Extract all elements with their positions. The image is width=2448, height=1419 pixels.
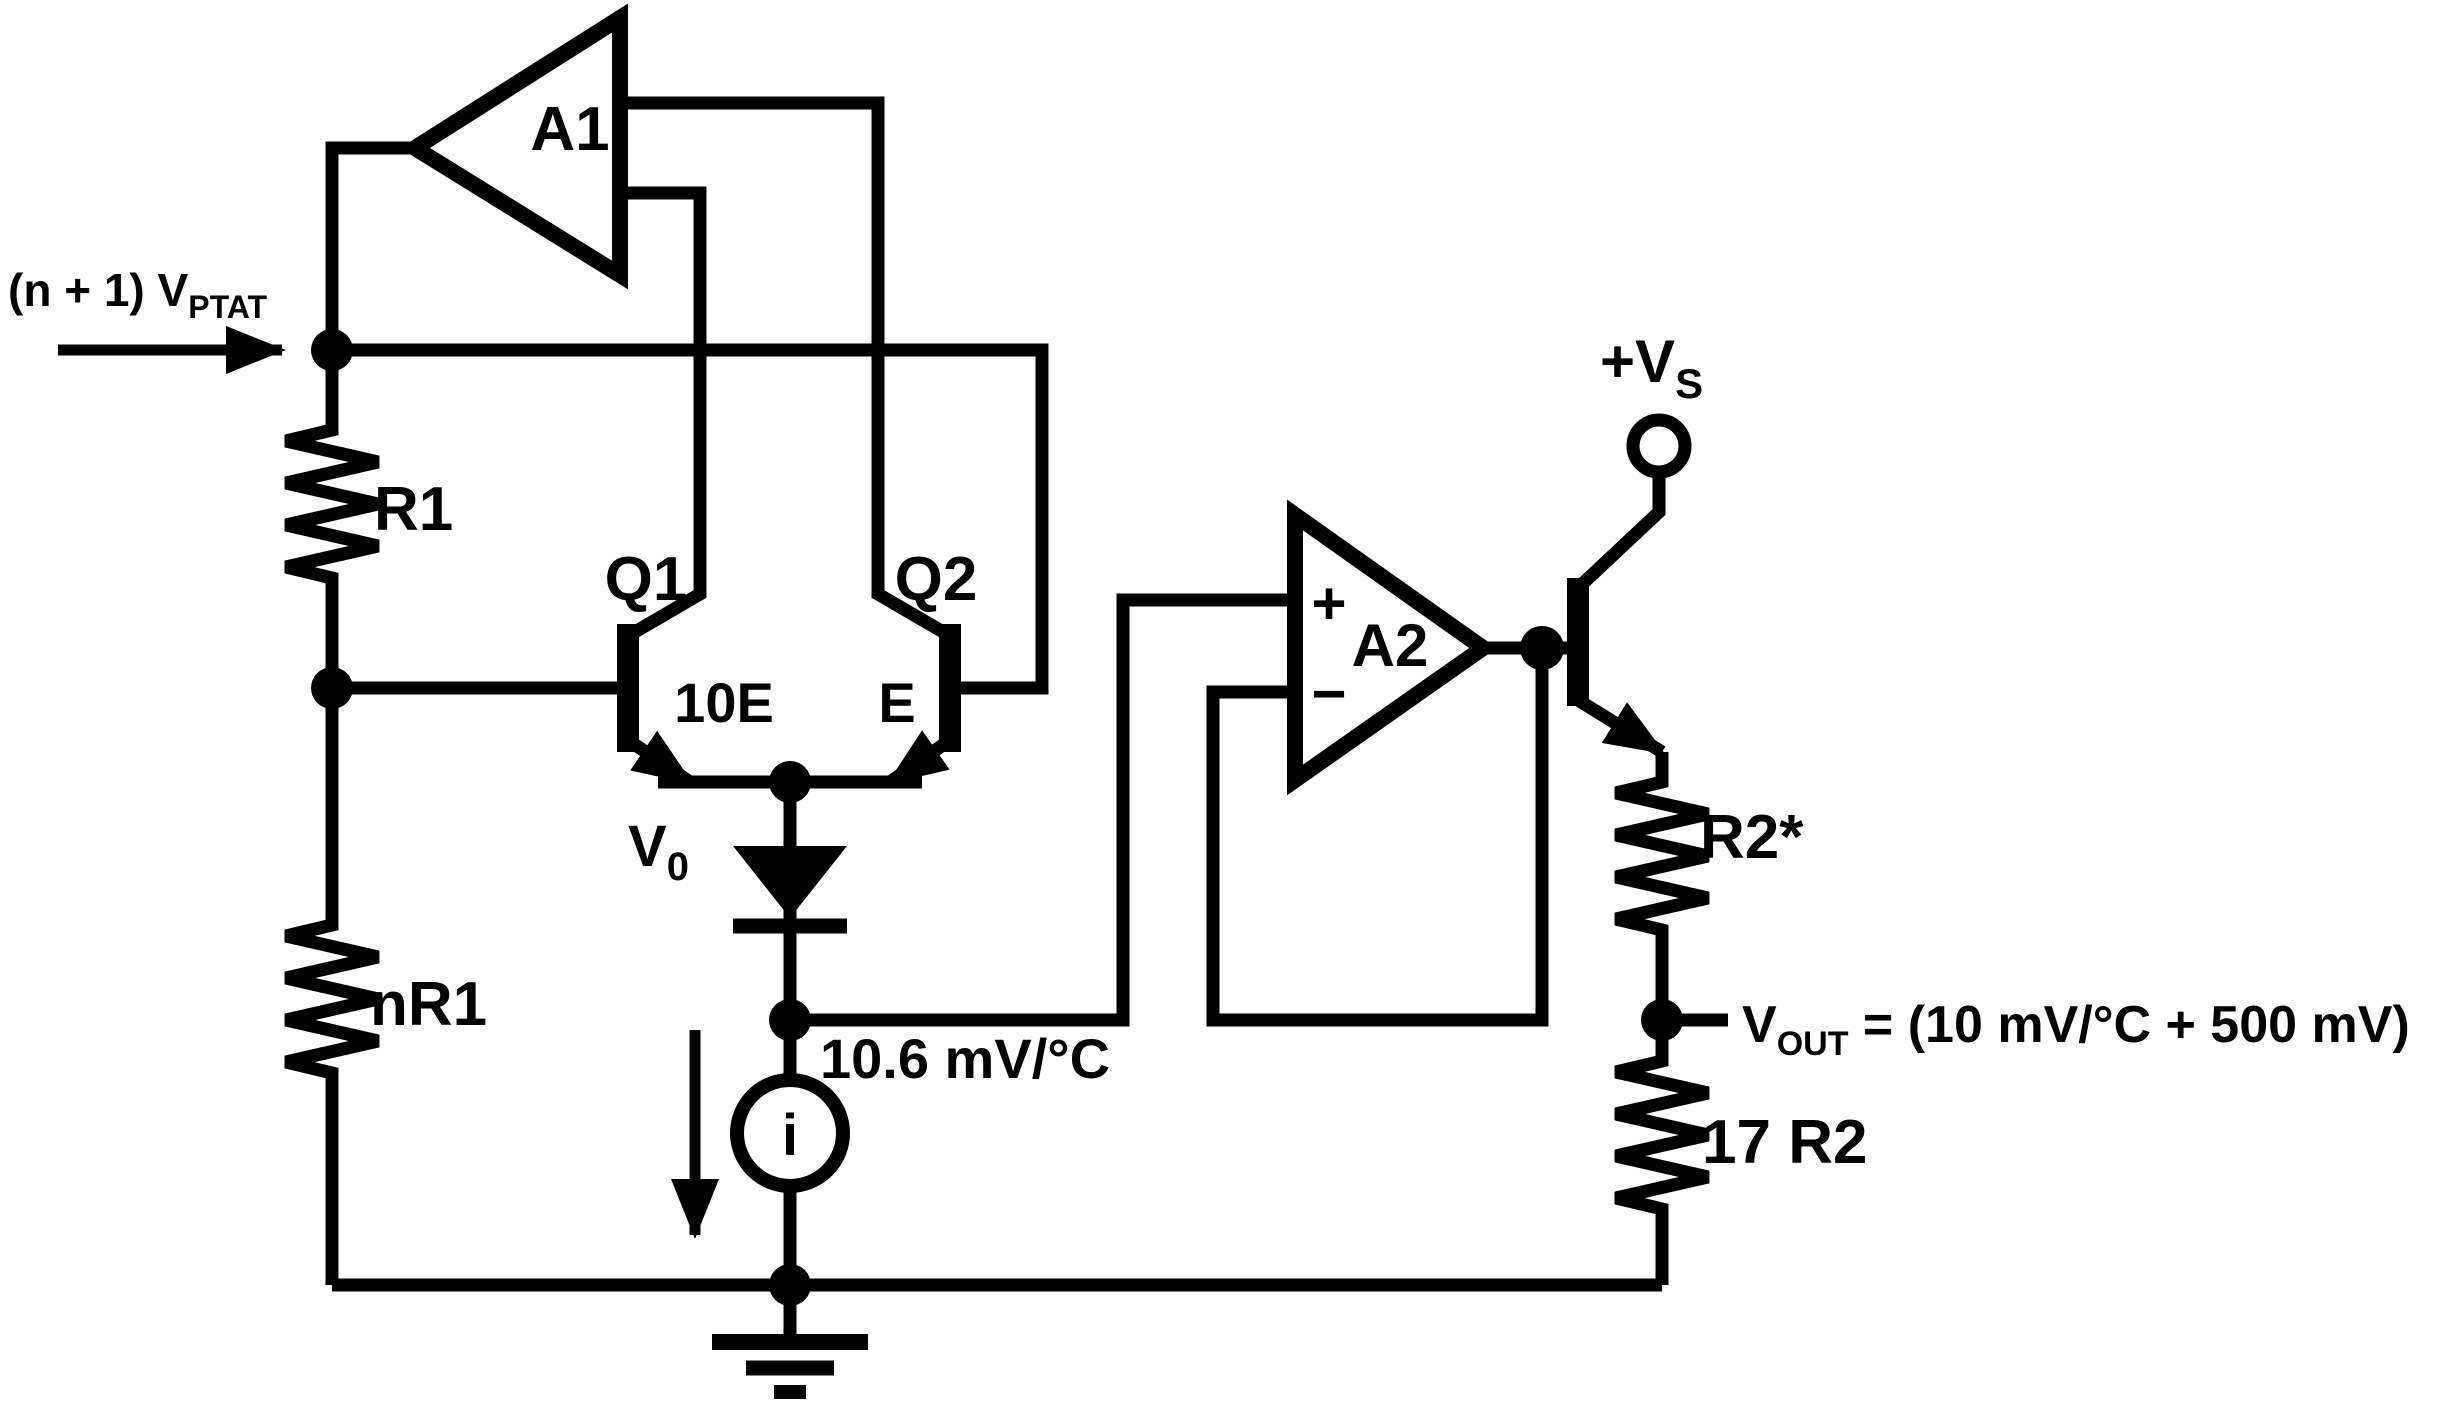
resistor-nr1 (284, 688, 380, 1285)
transistor-q2 (886, 624, 961, 788)
current-source: i (730, 1073, 850, 1193)
wire-a2-plus-input (790, 593, 1295, 1027)
vs-label: +VS (1600, 328, 1703, 407)
q2-emitter (886, 730, 954, 788)
wire-a1-input-lower (620, 186, 707, 642)
opamp-a1-triangle (399, 3, 628, 290)
junction-dot-emitters (769, 761, 811, 803)
junction-dot-n2 (311, 667, 353, 709)
junction-dot-n3 (769, 999, 811, 1041)
wire-emitter-r2 (1574, 694, 1666, 758)
label-10e: 10E (674, 671, 774, 734)
label-tempco: 10.6 mV/°C (820, 1027, 1110, 1090)
opamp-a1-label: A1 (530, 95, 609, 164)
text-labels: R1 nR1 Q1 Q2 10E E V0 10.6 mV/°C R2* 17 … (370, 475, 2410, 1177)
current-source-label: i (782, 1103, 798, 1168)
vs-terminal-circle (1626, 413, 1692, 479)
label-e: E (878, 671, 915, 734)
label-vout: VOUT = (10 mV/°C + 500 mV) (1742, 996, 2410, 1063)
wire-collector-supply (1573, 472, 1666, 593)
opamp-a2-triangle (1287, 499, 1497, 796)
resistor-r1 (284, 350, 380, 688)
label-q2: Q2 (895, 545, 978, 614)
opamp-a2-minus: − (1311, 660, 1346, 727)
input-signal: (n + 1) VPTAT (8, 264, 286, 374)
wiring (325, 96, 1728, 1292)
transistor-q1 (617, 624, 694, 788)
junction-dot-n1 (311, 329, 353, 371)
diode-anode-triangle (733, 846, 847, 918)
opamp-a2-plus: + (1311, 570, 1346, 637)
label-q1: Q1 (605, 545, 688, 614)
label-r2: R2* (1700, 803, 1804, 872)
resistor-r2 (1614, 752, 1710, 1020)
wire-main-rail (332, 343, 1049, 695)
label-nr1: nR1 (370, 970, 487, 1039)
diode (733, 846, 847, 934)
junction-dot-vout (1641, 999, 1683, 1041)
junction-dots (311, 329, 1683, 1306)
opamp-a1: A1 (399, 3, 628, 290)
resistor-17r2 (1614, 1020, 1710, 1285)
label-v0: V0 (628, 814, 689, 889)
junction-dot-ground (769, 1264, 811, 1306)
label-17r2: 17 R2 (1702, 1108, 1867, 1177)
current-source-circle (730, 1073, 850, 1193)
vs-terminal: +VS (1600, 328, 1703, 479)
wire-a1-output (325, 141, 415, 350)
wire-feedback (1206, 648, 1549, 1027)
opamp-a2-label: A2 (1352, 612, 1429, 679)
opamp-a2: + − A2 (1287, 499, 1497, 796)
label-r1: R1 (374, 475, 453, 544)
junction-dot-a2-output (1520, 626, 1564, 670)
resistors (284, 350, 1710, 1285)
q1-emitter (624, 730, 694, 788)
input-signal-label: (n + 1) VPTAT (8, 264, 267, 325)
